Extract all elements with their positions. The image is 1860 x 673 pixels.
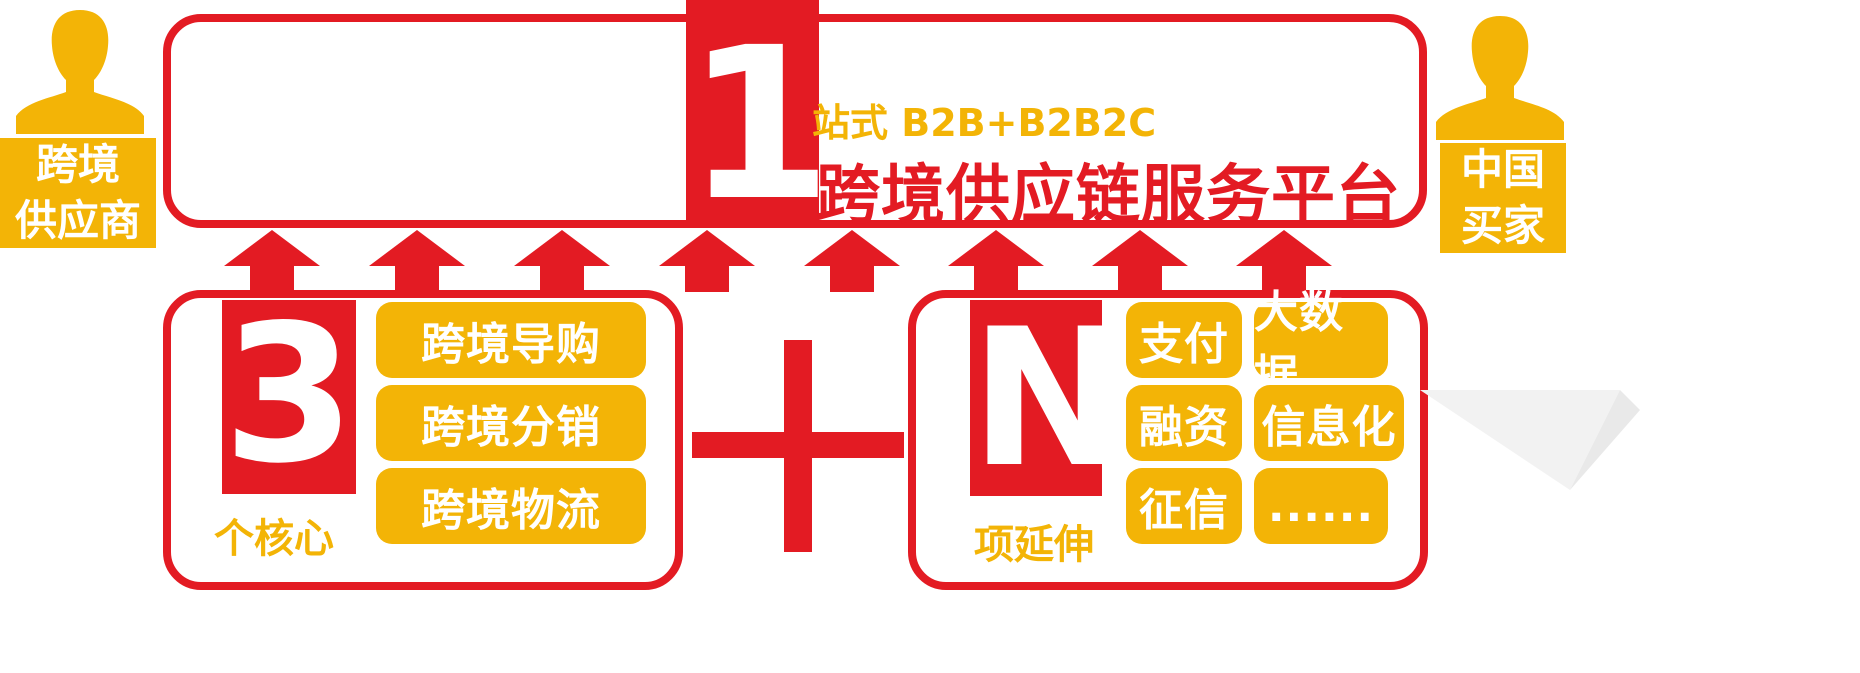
platform-digit-block [686,0,819,222]
extension-letter-block [970,300,1102,496]
up-arrow-icon [514,230,610,292]
plus-vertical [784,340,812,552]
core-digit-block [222,300,356,494]
extension-item-5: 征信 [1126,468,1242,544]
core-digit: 3 [222,284,356,505]
up-arrow-icon [224,230,320,292]
core-item-2: 跨境分销 [376,385,646,461]
left-label-line2: 供应商 [14,196,141,245]
up-arrow-icon [948,230,1044,292]
up-arrow-icon [1092,230,1188,292]
platform-digit: 1 [686,2,833,247]
decorative-shape [1420,390,1640,490]
extension-item-3: 融资 [1126,385,1242,461]
up-arrow-icon [804,230,900,292]
extension-letter: N [970,288,1130,509]
extension-item-2: 大数据 [1254,287,1388,402]
up-arrow-icon [1236,230,1332,292]
up-arrow-icon [369,230,465,292]
extension-item-1: 支付 [1126,302,1242,378]
left-label-line1: 跨境 [35,140,120,189]
left-person-label: 跨境 供应商 [0,138,156,248]
right-person-label: 中国 买家 [1440,143,1566,253]
platform-title: 跨境供应链服务平台 [816,159,1401,233]
core-caption: 个核心 [214,516,334,562]
core-item-3: 跨境物流 [376,468,646,544]
right-person-icon [1436,16,1564,140]
platform-subtitle: 站式 B2B+B2B2C [812,101,1157,145]
extension-item-6: ...... [1254,468,1388,544]
arrow-row [224,230,1332,292]
left-person-icon [16,10,144,134]
extension-caption: 项延伸 [974,522,1094,568]
extension-item-4: 信息化 [1254,385,1404,461]
up-arrow-icon [659,230,755,292]
right-label-line2: 买家 [1460,201,1545,250]
core-item-1: 跨境导购 [376,302,646,378]
right-label-line1: 中国 [1460,145,1545,194]
